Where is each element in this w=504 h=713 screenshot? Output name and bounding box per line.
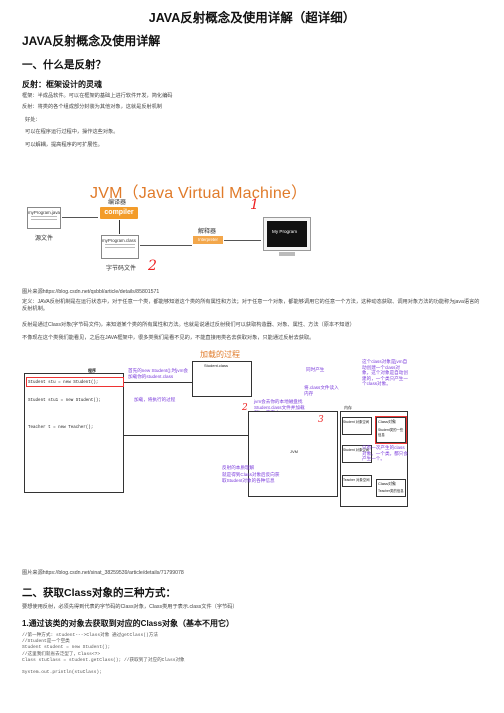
annotation-simultaneous: 同时产生: [306, 367, 325, 372]
student-object-2: [342, 445, 372, 463]
number-marker-1: 1: [250, 197, 259, 213]
student-object-1: [342, 417, 372, 435]
paragraph-three-ways: 要想使用反射，必须先得到代表的字节码的Class对象，Class类用于表示.cl…: [22, 604, 238, 610]
paragraph-definition: 定义：JAVA反射机制是在运行状态中，对于任意一个类，都能够知道这个类的所有属性…: [22, 299, 480, 312]
paragraph-benefit: 好处：: [25, 117, 41, 123]
code-line: Class stuClass = student.getClass(); //获…: [22, 657, 185, 663]
student-class-box: [192, 361, 252, 397]
image-source-1: 图片来源https://blog.csdn.net/qsbbl/article/…: [22, 289, 160, 295]
code-line: //这里我们就省去泛型了，Class<?>: [22, 651, 101, 657]
interpreter-caption: 解释器: [198, 229, 217, 235]
paragraph-framework: 框架：半成品软件。可以在框架的基础上进行软件开发，简化编码: [22, 93, 173, 99]
bytecode-caption: 字节码文件: [106, 266, 137, 272]
student-object-1-label: Student 对象空间: [343, 420, 370, 424]
connector-program-to-memory: [124, 435, 314, 436]
annotation-reflect-essence: 反射的本质理解: [222, 465, 255, 470]
paragraph-reflect: 反射：将类的各个组成部分封装为其他对象，这就是反射机制: [22, 104, 163, 110]
document-title: JAVA反射概念及使用详解（超详细）: [148, 11, 356, 25]
class-object-teacher: [376, 479, 406, 497]
arrow-to-class: [119, 220, 120, 234]
subsection-heading-2: 1.通过该类的对象去获取到对应的Class对象（基本不用它）: [22, 619, 235, 628]
jvm-box: [248, 411, 338, 497]
program-box: [24, 373, 124, 493]
class-loading-diagram: 加载的过程 程序 Student stu = new Student(); St…: [22, 345, 410, 510]
class-file-label: myProgram.class: [102, 238, 136, 243]
class-object-teacher-label: Class对象: [378, 481, 397, 486]
code-line: //Student是一个空类: [22, 639, 70, 645]
code-line-2: Student stu1 = new Student();: [28, 399, 101, 403]
compiler-caption: 编译器: [108, 200, 127, 206]
student-object-2-label: Student 对象空间: [343, 448, 370, 452]
image-source-2: 图片来源https://blog.csdn.net/sinat_38259539…: [22, 570, 184, 576]
paragraph-benefit-1: 可以在程序运行过程中，操作这些对象。: [25, 129, 119, 135]
class-object-teacher-sub: Teacher类的信息: [378, 489, 404, 493]
number-marker-2: 2: [148, 258, 157, 274]
paragraph-benefit-2: 可以解耦，提高程序的可扩展性。: [25, 142, 103, 148]
java-file-label: myProgram.java: [28, 210, 60, 215]
code-line: Student student = new Student();: [22, 645, 111, 651]
annotation-new-student: 首先的new Student();时jvm会加载你的student.class: [128, 368, 188, 379]
program-label: 程序: [88, 368, 96, 373]
class-object-student: [376, 417, 406, 443]
code-line: //第一种方式: student--->Class对象 通过getClass()…: [22, 633, 158, 638]
code-line: System.out.println(stuClass);: [22, 670, 102, 676]
class-object-student-sub: Student类的一些信息: [378, 428, 404, 437]
annotation-read-memory: 将.class文件读入内存: [304, 385, 339, 396]
code-line-1: Student stu = new Student();: [28, 381, 99, 385]
code-line-3: Teacher t = new Teacher();: [28, 426, 94, 430]
section-heading-1: 一、什么是反射？: [22, 59, 106, 71]
article-heading: JAVA反射概念及使用详解: [22, 34, 161, 48]
code-block: //第一种方式: student--->Class对象 通过getClass()…: [22, 633, 185, 676]
monitor-screen: My Program: [267, 221, 307, 247]
annotation-class-object: 这个class对象是jvm自动创建一个class对象，这个对象是自动创建的，一个…: [362, 359, 408, 387]
number-marker-fig2-3: 3: [318, 415, 324, 425]
memory-label: 内存: [344, 405, 352, 410]
paragraph-not-visible: 不像现在这个类我们能看见，之后在JAVA框架中，很多类我们是看不见的，不能直接用…: [22, 335, 315, 341]
jvm-label: JVM: [290, 449, 298, 454]
compiler-box: compiler: [100, 207, 138, 219]
interpreter-box: Interpreter: [193, 236, 223, 244]
annotation-reflect-detail: 就是得到Class对象后反向获取Student对象的各种信息: [222, 472, 280, 483]
source-file-caption: 源文件: [35, 236, 54, 242]
jvm-diagram: JVM（Java Virtual Machine） myProgram.java…: [22, 175, 312, 275]
monitor-icon: My Program: [263, 217, 311, 251]
section-heading-2: 二、获取Class对象的三种方式：: [22, 587, 177, 599]
jvm-banner: JVM（Java Virtual Machine）: [90, 185, 308, 202]
annotation-load-process: 加载，将执行的过程: [134, 397, 176, 402]
annotation-only-once: 只有一次产生的class对象。一个类，都只会产生一个。: [362, 445, 408, 462]
teacher-object-label: Teacher 对象空间: [343, 478, 370, 482]
highlight-class-object: [375, 416, 407, 444]
highlight-new-student: [26, 377, 124, 387]
teacher-object: [342, 475, 372, 487]
arrow-to-interpreter: [140, 245, 192, 246]
arrow-to-screen: [224, 240, 261, 241]
loading-title: 加载的过程: [200, 350, 240, 359]
arrow-to-compiler: [62, 217, 98, 218]
student-class-label: Student.class: [204, 363, 229, 368]
monitor-stand: [279, 252, 295, 256]
class-object-student-label: Class对象: [378, 419, 397, 424]
subsection-heading-1: 反射：框架设计的灵魂: [22, 80, 102, 89]
paragraph-class-object: 反射是通过Class对象(字节码文件)，来知道某个类的所有属性和方法。也就是说通…: [22, 322, 355, 328]
connector-program-to-class: [124, 382, 192, 383]
number-marker-fig2-2: 2: [242, 403, 248, 413]
